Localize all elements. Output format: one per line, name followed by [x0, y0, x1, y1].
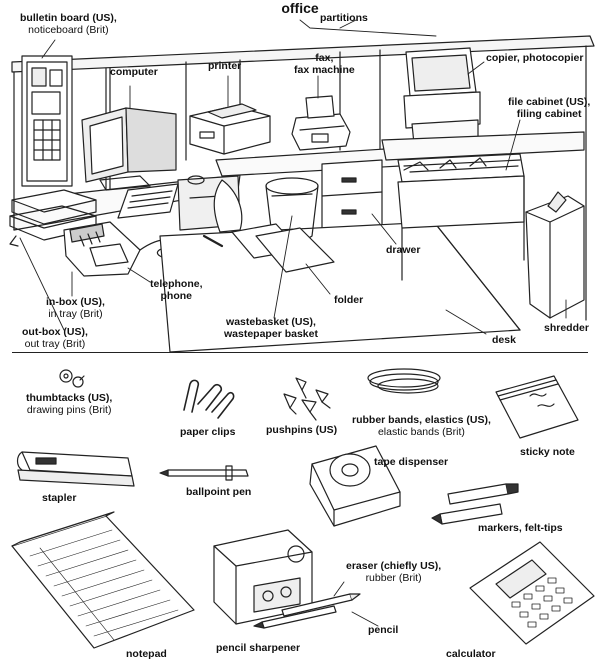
label-bulletin-board: bulletin board (US), noticeboard (Brit) — [20, 12, 117, 36]
label-desk: desk — [492, 334, 516, 346]
tape-dispenser-drawing — [309, 445, 401, 527]
label-markers: markers, felt-tips — [478, 522, 563, 534]
label-fax: fax, fax machine — [294, 52, 355, 76]
label-eraser: eraser (chiefly US), rubber (Brit) — [346, 560, 442, 584]
paper-clips-drawing — [183, 379, 235, 419]
fax-drawing — [291, 95, 351, 151]
ballpoint-pen-drawing — [159, 465, 249, 481]
label-telephone: telephone, phone — [150, 278, 203, 302]
label-ballpoint-pen: ballpoint pen — [186, 486, 252, 498]
page-title: office — [281, 0, 319, 16]
label-wastebasket: wastebasket (US), wastepaper basket — [224, 316, 318, 340]
label-in-box: in-box (US), in tray (Brit) — [46, 296, 105, 320]
label-rubber-bands: rubber bands, elastics (US), elastic ban… — [352, 414, 491, 438]
notepad-drawing — [11, 511, 195, 649]
label-stapler: stapler — [42, 492, 77, 504]
label-computer: computer — [110, 66, 158, 78]
trays-drawing — [9, 189, 97, 247]
label-calculator: calculator — [446, 648, 496, 659]
label-drawer: drawer — [386, 244, 421, 256]
label-shredder: shredder — [544, 322, 589, 334]
shredder-drawing — [525, 191, 585, 319]
bulletin-board-drawing — [21, 55, 73, 187]
leader-lines-bottom — [333, 581, 379, 627]
sticky-note-drawing — [495, 375, 579, 439]
calculator-drawing — [469, 541, 595, 645]
pencil-sharpener-drawing — [213, 529, 313, 625]
markers-drawing — [431, 483, 519, 525]
label-pushpins: pushpins (US) — [266, 424, 338, 436]
label-out-box: out-box (US), out tray (Brit) — [22, 326, 88, 350]
section-divider — [12, 352, 588, 353]
label-file-cabinet: file cabinet (US), filing cabinet — [508, 96, 591, 120]
label-notepad: notepad — [126, 648, 167, 659]
thumbtacks-drawing — [59, 369, 85, 388]
desk-pen-drawing — [202, 234, 224, 248]
label-pencil: pencil — [368, 624, 399, 636]
file-cabinet-drawing — [381, 131, 585, 281]
label-thumbtacks: thumbtacks (US), drawing pins (Brit) — [26, 392, 113, 416]
chair-drawing — [213, 179, 243, 233]
label-tape-dispenser: tape dispenser — [374, 456, 449, 468]
pushpins-drawing — [283, 377, 331, 421]
folder-drawing — [231, 223, 335, 273]
label-paper-clips: paper clips — [180, 426, 236, 438]
label-pencil-sharpener: pencil sharpener — [216, 642, 301, 654]
stapler-drawing — [16, 451, 135, 487]
desk-drawing — [159, 147, 521, 353]
label-copier: copier, photocopier — [486, 52, 584, 64]
label-folder: folder — [334, 294, 364, 306]
label-printer: printer — [208, 60, 242, 72]
label-partitions: partitions — [320, 12, 368, 24]
pencils-drawing — [253, 593, 361, 629]
telephone-drawing — [63, 221, 186, 277]
label-sticky-note: sticky note — [520, 446, 575, 458]
copier-drawing — [403, 47, 481, 145]
computer-drawing — [81, 107, 205, 219]
leader-lines-top — [19, 19, 567, 335]
printer-drawing — [189, 103, 271, 155]
rubber-bands-drawing — [367, 368, 441, 394]
